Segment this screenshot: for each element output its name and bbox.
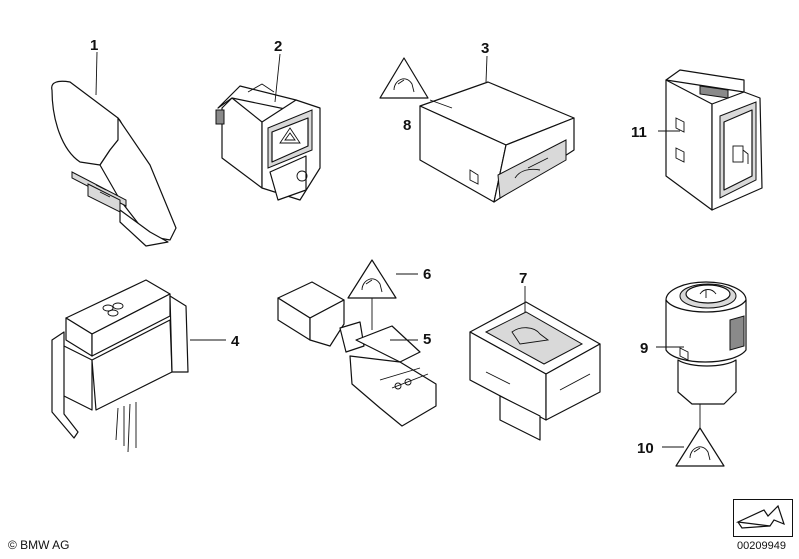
- callout-6: 6: [423, 266, 431, 283]
- part-3-seat-heat-switch[interactable]: [419, 81, 575, 203]
- catalog-arrow-box: [733, 499, 793, 537]
- part-4-fan-switch[interactable]: [51, 279, 189, 453]
- callout-9: 9: [640, 340, 648, 357]
- leader-2: [274, 53, 281, 103]
- warning-triangle-icon-8: [379, 57, 429, 99]
- part-7-trunk-switch[interactable]: [469, 301, 601, 441]
- callout-7: 7: [519, 270, 527, 287]
- seat-lock-icon: [699, 289, 717, 298]
- trunk-open-icon: [511, 327, 550, 345]
- callout-2: 2: [274, 38, 282, 55]
- callout-11: 11: [631, 124, 647, 141]
- part-9-round-switch[interactable]: [665, 281, 747, 405]
- part-5-connector-bracket[interactable]: [277, 281, 437, 427]
- part-1-cover-strip[interactable]: [51, 80, 177, 247]
- part-11-fuel-door-switch[interactable]: [665, 69, 763, 211]
- warning-triangle-icon-10: [675, 427, 725, 467]
- callout-8: 8: [403, 117, 411, 134]
- part-2-hazard-switch[interactable]: [215, 83, 321, 201]
- arrow-icon: [735, 504, 785, 529]
- leader-8: [429, 99, 453, 109]
- image-number: 00209949: [737, 540, 786, 552]
- leader-3: [485, 55, 488, 83]
- copyright-text: © BMW AG: [8, 538, 70, 552]
- warning-triangle-icon-6: [347, 259, 397, 299]
- fuel-cap-icon: [296, 170, 308, 182]
- callout-1: 1: [90, 37, 98, 54]
- hazard-triangle-icon: [279, 127, 301, 144]
- callout-4: 4: [231, 333, 240, 350]
- callout-5: 5: [423, 331, 431, 348]
- callout-10: 10: [637, 440, 654, 457]
- seat-heat-icon: [514, 157, 549, 179]
- fuel-pump-icon: [732, 145, 749, 164]
- fan-icon: [102, 302, 124, 317]
- leader-1: [95, 51, 98, 96]
- callout-3: 3: [481, 40, 489, 57]
